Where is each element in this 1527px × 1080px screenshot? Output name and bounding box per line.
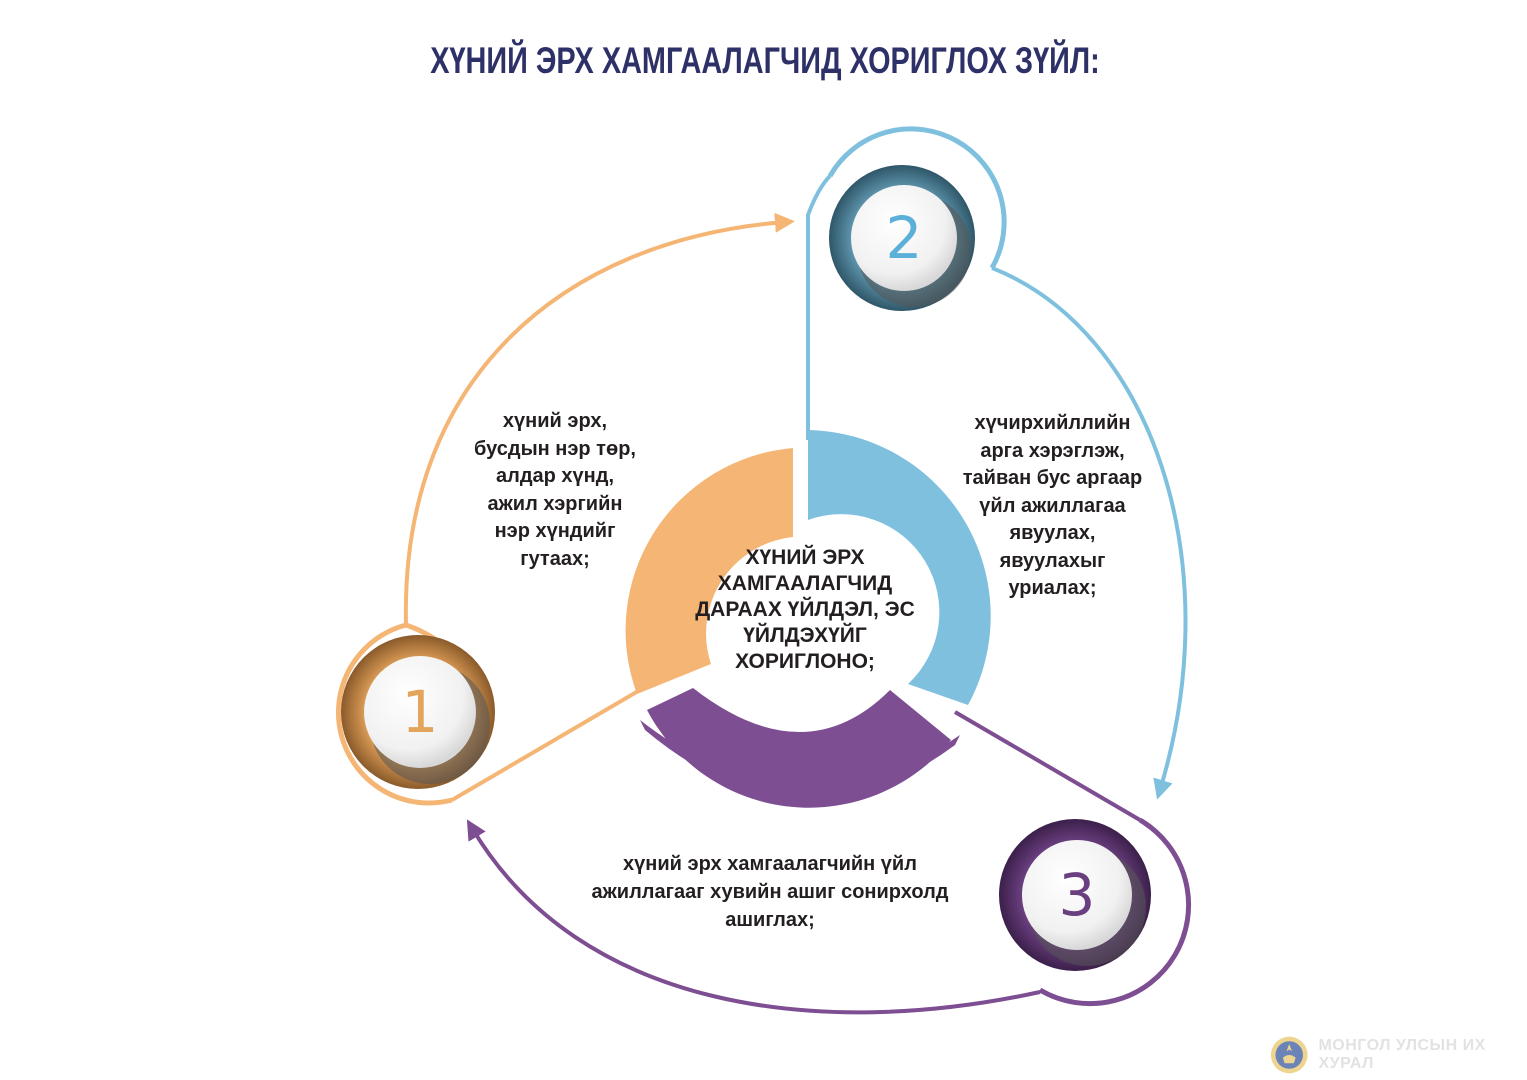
item-1-text-line: хүний эрх, [502, 410, 608, 432]
center-text: ХҮНИЙ ЭРХ ХАМГААЛАГЧИД ДАРААХ ҮЙЛДЭЛ, ЭС ҮЙ… [690, 545, 920, 675]
item-1-text-line: гутаах; [520, 547, 590, 570]
state-emblem-icon [1270, 1036, 1308, 1074]
badge-2 [829, 165, 975, 311]
badge-3-number: 3 [1058, 861, 1096, 929]
center-text-line: ХАМГААЛАГЧИД [717, 572, 893, 595]
center-text-line: ХОРИГЛОНО; [735, 650, 875, 673]
item-2-text: хүчирхийллийн арга хэрэглэж, тайван бус ар… [950, 410, 1155, 603]
center-text-line: ДАРААХ ҮЙЛДЭЛ, ЭС [695, 598, 915, 621]
watermark-text: МОНГОЛ УЛСЫН ИХ ХУРАЛ [1318, 1037, 1486, 1072]
item-2-text-line: хүчирхийллийн [974, 412, 1131, 434]
connector-orange-line [450, 688, 642, 802]
badge-3-outer-ring [1038, 817, 1192, 1007]
badge-1 [341, 635, 495, 789]
item-1-text-line: ажил хэргийн [487, 492, 623, 515]
item-3-text-line: ажиллагааг хувийн ашиг сонирхолд [591, 881, 949, 903]
center-ring-purple-bottom [640, 720, 960, 799]
page-title: ХҮНИЙ ЭРХ ХАМГААЛАГЧИД ХОРИГЛОХ ЗҮЙЛ: [430, 40, 1100, 81]
badge-3 [999, 819, 1151, 971]
item-3-text-line: хүний эрх хамгаалагчийн үйл [623, 853, 917, 875]
arrow-purple-arc [466, 819, 1041, 1015]
arrow-orange-arc [403, 212, 795, 626]
item-2-text-line: үйл ажиллагаа [979, 494, 1126, 517]
connector-purple-line [953, 710, 1142, 822]
item-2-text-line: арга хэрэглэж, [980, 439, 1125, 462]
badge-1-outer-ring [336, 622, 453, 806]
watermark: МОНГОЛ УЛСЫН ИХ ХУРАЛ [1270, 1034, 1527, 1076]
center-text-line: ҮЙЛДЭХҮЙГ [743, 624, 867, 647]
item-1-text-line: алдар хүнд, [496, 465, 614, 487]
item-1-text: хүний эрх, бусдын нэр төр, алдар хүнд, ажил… [455, 408, 655, 573]
item-3-text: хүний эрх хамгаалагчийн үйл ажиллагааг ху… [590, 850, 950, 934]
item-2-text-line: явуулах, [1009, 522, 1096, 544]
arrow-blue-arc [991, 266, 1188, 800]
connector-blue-line [806, 174, 832, 440]
item-2-text-line: явуулахыг [999, 549, 1106, 572]
center-ring-blue-segment [808, 430, 991, 705]
item-2-text-line: тайван бус аргаар [962, 467, 1143, 489]
item-3-text-line: ашиглах; [725, 909, 815, 931]
badge-1-number: 1 [401, 678, 439, 746]
item-2-text-line: уриалах; [1008, 577, 1097, 599]
item-1-text-line: бусдын нэр төр, [474, 437, 636, 460]
badge-2-outer-ring [827, 126, 1007, 270]
center-ring-orange-segment [625, 448, 793, 694]
center-text-line: ХҮНИЙ ЭРХ [745, 546, 865, 569]
badge-2-number: 2 [885, 204, 923, 272]
item-1-text-line: нэр хүндийг [494, 520, 616, 542]
